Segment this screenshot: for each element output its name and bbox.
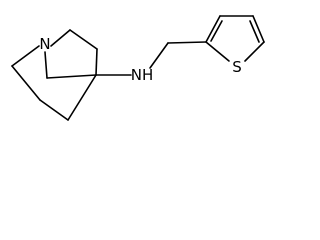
bond-n1-ch2-top xyxy=(50,29,71,47)
bond-c3-c4-front xyxy=(95,48,98,76)
thiophene-bonds xyxy=(205,15,265,62)
linker-bonds xyxy=(95,41,207,76)
structure-diagram: N NH S xyxy=(11,15,265,121)
bond-s-c2 xyxy=(205,41,230,62)
bond-left-upper-left-lower xyxy=(11,65,41,101)
bond-ch2-top-c3 xyxy=(69,29,98,50)
bond-ch2-thiophene xyxy=(167,41,207,44)
bond-c2-c3 xyxy=(205,15,221,43)
bond-n1-bridge xyxy=(44,51,48,79)
bond-c4-c5 xyxy=(252,15,265,43)
bond-c4-c5-inner xyxy=(249,20,260,43)
bond-bottom-c4 xyxy=(67,74,97,121)
thiophene-sulfur-label: S xyxy=(232,58,242,76)
bond-bridge-c4 xyxy=(46,74,97,79)
bond-c2-c3-inner xyxy=(210,20,223,42)
amine-nitrogen-label: NH xyxy=(131,66,154,84)
bridgehead-nitrogen-label: N xyxy=(39,35,50,53)
quinuclidine-bonds xyxy=(11,29,98,121)
bond-n1-left-upper xyxy=(11,45,40,67)
bond-nh-ch2 xyxy=(149,42,169,69)
bond-left-lower-bottom xyxy=(39,99,69,121)
bond-c5-s xyxy=(244,41,265,62)
